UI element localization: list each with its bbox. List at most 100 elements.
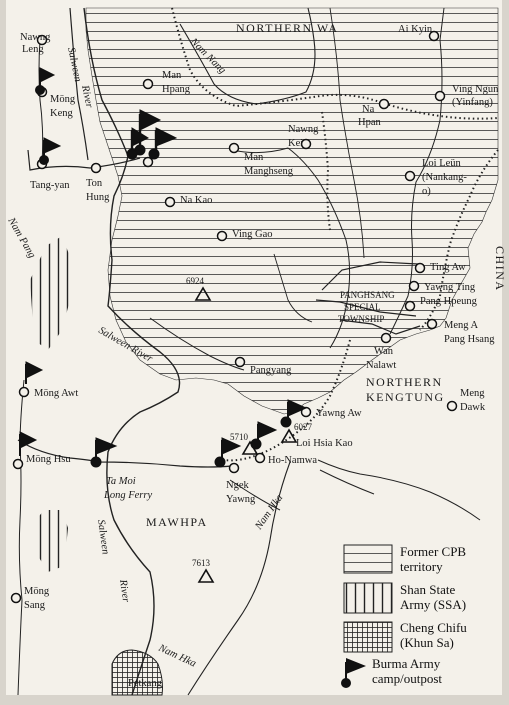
place-meng-a: Meng A	[444, 320, 479, 331]
place-petkang: Petkang	[128, 678, 163, 689]
river-label-nam-hka-south: Nam Hka	[156, 642, 198, 669]
region-northern-kengtung-2: KENGTUNG	[366, 390, 445, 404]
place-ton-hung: Ton	[86, 178, 103, 189]
legend-cpb-swatch	[343, 544, 393, 574]
place-ta-moi: Ta Moi	[106, 476, 136, 487]
road-panghsang	[315, 261, 421, 335]
legend-army-label: Burma Army	[372, 656, 441, 671]
river-trib-2	[329, 7, 365, 259]
town-marker-pangyang	[234, 356, 246, 368]
place-nawng-kei-2: Kei	[288, 138, 303, 149]
road-pangyang	[149, 317, 245, 371]
place-mong-sang-2: Sang	[24, 600, 46, 611]
legend-khun-sa-label: Cheng Chifu	[400, 620, 467, 635]
army-flag-icon	[214, 437, 242, 468]
river-label-nam-hka-mid: Nam Hka	[253, 493, 286, 533]
town-marker-na-hpan	[378, 98, 390, 110]
place-ving-gao: Ving Gao	[232, 229, 273, 240]
region-panghsang: PANGHSANG	[340, 290, 395, 300]
road-west-south	[17, 379, 25, 696]
town-marker-loi-leun	[404, 170, 416, 182]
river-west-of-salween	[69, 7, 89, 161]
town-marker-man-hpang	[142, 78, 154, 90]
place-ting-aw: Ting Aw	[430, 262, 466, 273]
town-marker-na-kao	[164, 196, 176, 208]
place-pang-hpeung: Pang Hpeung	[420, 296, 478, 307]
town-marker-ving-ngun	[434, 90, 446, 102]
army-flag-icon	[35, 67, 56, 95]
army-flag-icon	[126, 127, 150, 160]
town-marker-ton-hung	[90, 162, 102, 174]
region-mawhpa: MAWHPA	[146, 515, 208, 529]
legend-cpb-label-2: territory	[400, 559, 443, 574]
army-flag-icon	[280, 399, 308, 428]
river-label-salween-south-2: River	[117, 578, 131, 604]
place-meng-dawk: Meng	[460, 388, 485, 399]
town-marker-nawng-kei	[300, 138, 312, 150]
region-northern-kengtung: NORTHERN	[366, 375, 443, 389]
cpb-territory-area	[85, 7, 499, 415]
legend-khun-sa-label-2: (Khun Sa)	[400, 635, 454, 650]
town-marker-ho-namwa	[254, 452, 266, 464]
town-marker-mong-hsu	[12, 458, 24, 470]
place-ho-namwa: Ho-Namwa	[268, 455, 317, 466]
place-meng-dawk-2: Dawk	[460, 402, 486, 413]
army-camps	[19, 67, 308, 468]
river-label-salween-north-2: River	[79, 83, 95, 109]
region-panghsang-2: SPECIAL	[344, 302, 381, 312]
town-marker-pang-hpeung	[404, 300, 416, 312]
peak-6027-icon	[280, 428, 298, 443]
place-mong-keng-2: Keng	[50, 108, 73, 119]
town-marker-ton-hung-east	[142, 156, 154, 168]
town-marker-mong-sang	[10, 592, 22, 604]
place-peak-6924: 6924	[186, 276, 205, 286]
khun-sa-area	[111, 649, 163, 696]
place-yawng-ting: Yawng Ting	[424, 282, 476, 293]
town-marker-wan-nalawt	[380, 332, 392, 344]
place-ton-hung-2: Hung	[86, 192, 110, 203]
place-nawng-leng-2: Leng	[22, 44, 44, 55]
town-marker-yawng-ting	[408, 280, 420, 292]
nam-nang-river	[179, 7, 316, 105]
place-ai-kyin: Ai Kyin	[398, 24, 433, 35]
river-trib-1	[273, 253, 313, 323]
place-loi-hsia-kao: Loi Hsia Kao	[296, 438, 353, 449]
army-flag-icon	[90, 437, 118, 468]
army-flag-icon	[19, 431, 38, 456]
army-flag-icon	[39, 137, 62, 165]
legend-ssa-label: Shan State	[400, 582, 455, 597]
town-marker-ai-kyin	[428, 30, 440, 42]
army-flag-icon	[250, 421, 278, 450]
legend-cpb-label: Former CPB	[400, 544, 466, 559]
region-panghsang-3: TOWNSHIP	[338, 314, 384, 324]
town-marker-meng-a	[426, 318, 438, 330]
legend-army-label-2: camp/outpost	[372, 671, 442, 686]
place-peak-7613: 7613	[192, 558, 211, 568]
place-wan-nalawt-2: Nalawt	[366, 360, 396, 371]
legend-ssa-swatch	[343, 582, 393, 614]
place-man-hpang: Man	[162, 70, 182, 81]
army-flag-icon	[148, 127, 178, 160]
ssa-area-north	[30, 236, 72, 350]
place-na-hpan-2: Hpan	[358, 117, 381, 128]
region-china: CHINA	[493, 246, 507, 292]
legend-ssa-label-2: Army (SSA)	[400, 597, 466, 612]
place-na-kao: Na Kao	[180, 195, 212, 206]
place-man-hpang-2: Hpang	[162, 84, 191, 95]
town-marker-nawng-leng	[36, 34, 48, 46]
place-man-manghseng-2: Manghseng	[244, 166, 294, 177]
legend-army-flag-icon	[341, 658, 366, 688]
road-mong-keng	[38, 39, 44, 165]
place-tang-yan: Tang-yan	[30, 180, 70, 191]
place-peak-6027: 6027	[294, 422, 313, 432]
place-man-manghseng: Man	[244, 152, 264, 163]
town-marker-mong-awt	[18, 386, 30, 398]
place-loi-leun: Loi Leün	[422, 158, 462, 169]
river-label-salween-north: Salween	[65, 46, 83, 83]
region-northern-wa: NORTHERN WA	[236, 21, 339, 35]
place-peak-5710: 5710	[230, 432, 249, 442]
town-marker-man-manghseng	[228, 142, 240, 154]
place-loi-leun-3: o)	[422, 186, 431, 197]
place-ta-moi-2: Long Ferry	[103, 490, 152, 501]
town-marker-ving-gao	[216, 230, 228, 242]
